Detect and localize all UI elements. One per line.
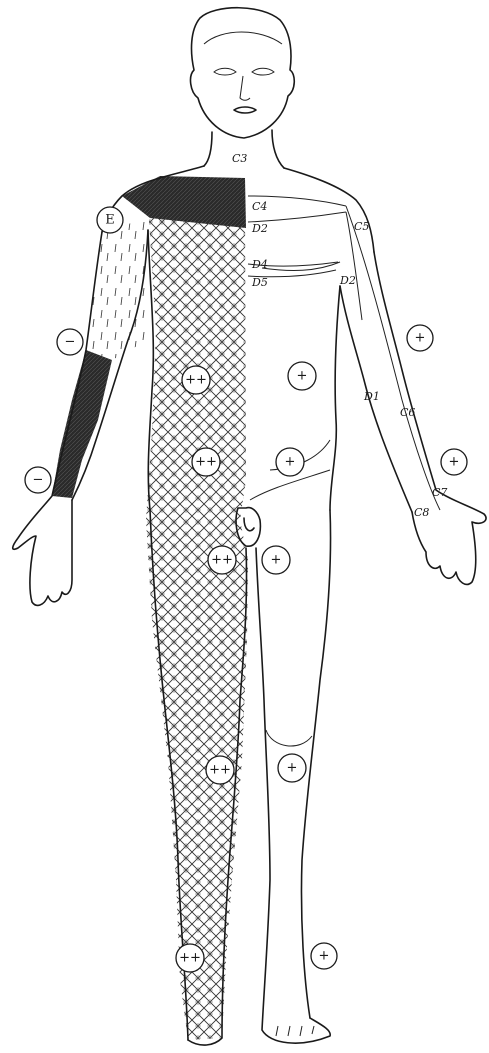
marker-chest-clear: + <box>288 362 316 390</box>
marker-abdomen-clear: + <box>276 448 304 476</box>
label-c5: C5 <box>354 220 369 233</box>
label-d2-torso: D2 <box>251 222 268 235</box>
toes <box>276 1026 314 1036</box>
hair-line <box>204 32 282 44</box>
svg-text:++: ++ <box>209 763 231 778</box>
marker-minus-lower: − <box>25 467 51 493</box>
svg-text:+: + <box>285 455 296 470</box>
mouth <box>234 107 256 113</box>
upper-arm-dashed-region <box>86 218 148 360</box>
marker-ankle-clear: + <box>311 943 337 969</box>
label-c8: C8 <box>414 506 429 519</box>
marker-ankle-hatched: ++ <box>176 944 204 972</box>
svg-text:+: + <box>449 455 460 470</box>
marker-forearm-right: + <box>441 449 467 475</box>
svg-text:+: + <box>415 331 426 346</box>
svg-text:++: ++ <box>179 951 201 966</box>
head-outline <box>191 8 295 138</box>
label-d5: D5 <box>251 276 268 289</box>
svg-text:+: + <box>271 553 282 568</box>
svg-text:+: + <box>297 369 308 384</box>
left-shoulder <box>284 168 374 252</box>
marker-abdomen-hatched: ++ <box>192 448 220 476</box>
left-eye <box>214 68 236 75</box>
svg-text:E: E <box>105 213 115 228</box>
marker-e: E <box>97 207 123 233</box>
label-c4: C4 <box>252 200 267 213</box>
marker-chest-hatched: ++ <box>182 366 210 394</box>
marker-knee-clear: + <box>278 754 306 782</box>
label-c7: C7 <box>432 486 447 499</box>
torso-left-side <box>330 286 340 510</box>
hatched-region <box>146 200 248 1040</box>
svg-text:++: ++ <box>211 553 233 568</box>
left-arm-outer <box>374 252 486 584</box>
right-eye <box>252 68 274 75</box>
svg-text:−: − <box>65 335 76 350</box>
marker-upper-arm-right: + <box>407 325 433 351</box>
svg-text:+: + <box>287 761 298 776</box>
svg-text:++: ++ <box>195 455 217 470</box>
label-d1: D1 <box>363 390 380 403</box>
left-knee <box>266 730 312 746</box>
marker-thigh-clear: + <box>262 546 290 574</box>
label-d2-arm: D2 <box>339 274 356 287</box>
marker-knee-hatched: ++ <box>206 756 234 784</box>
svg-text:++: ++ <box>185 373 207 388</box>
svg-text:+: + <box>319 949 330 964</box>
dermatome-line-d2 <box>248 212 346 222</box>
label-c6: C6 <box>400 406 415 419</box>
left-leg-inner <box>256 548 330 1043</box>
label-c3: C3 <box>232 152 247 165</box>
marker-thigh-hatched: ++ <box>208 546 236 574</box>
nose <box>240 76 250 100</box>
svg-text:−: − <box>33 473 44 488</box>
label-d4: D4 <box>251 258 268 271</box>
marker-minus-upper: − <box>57 329 83 355</box>
